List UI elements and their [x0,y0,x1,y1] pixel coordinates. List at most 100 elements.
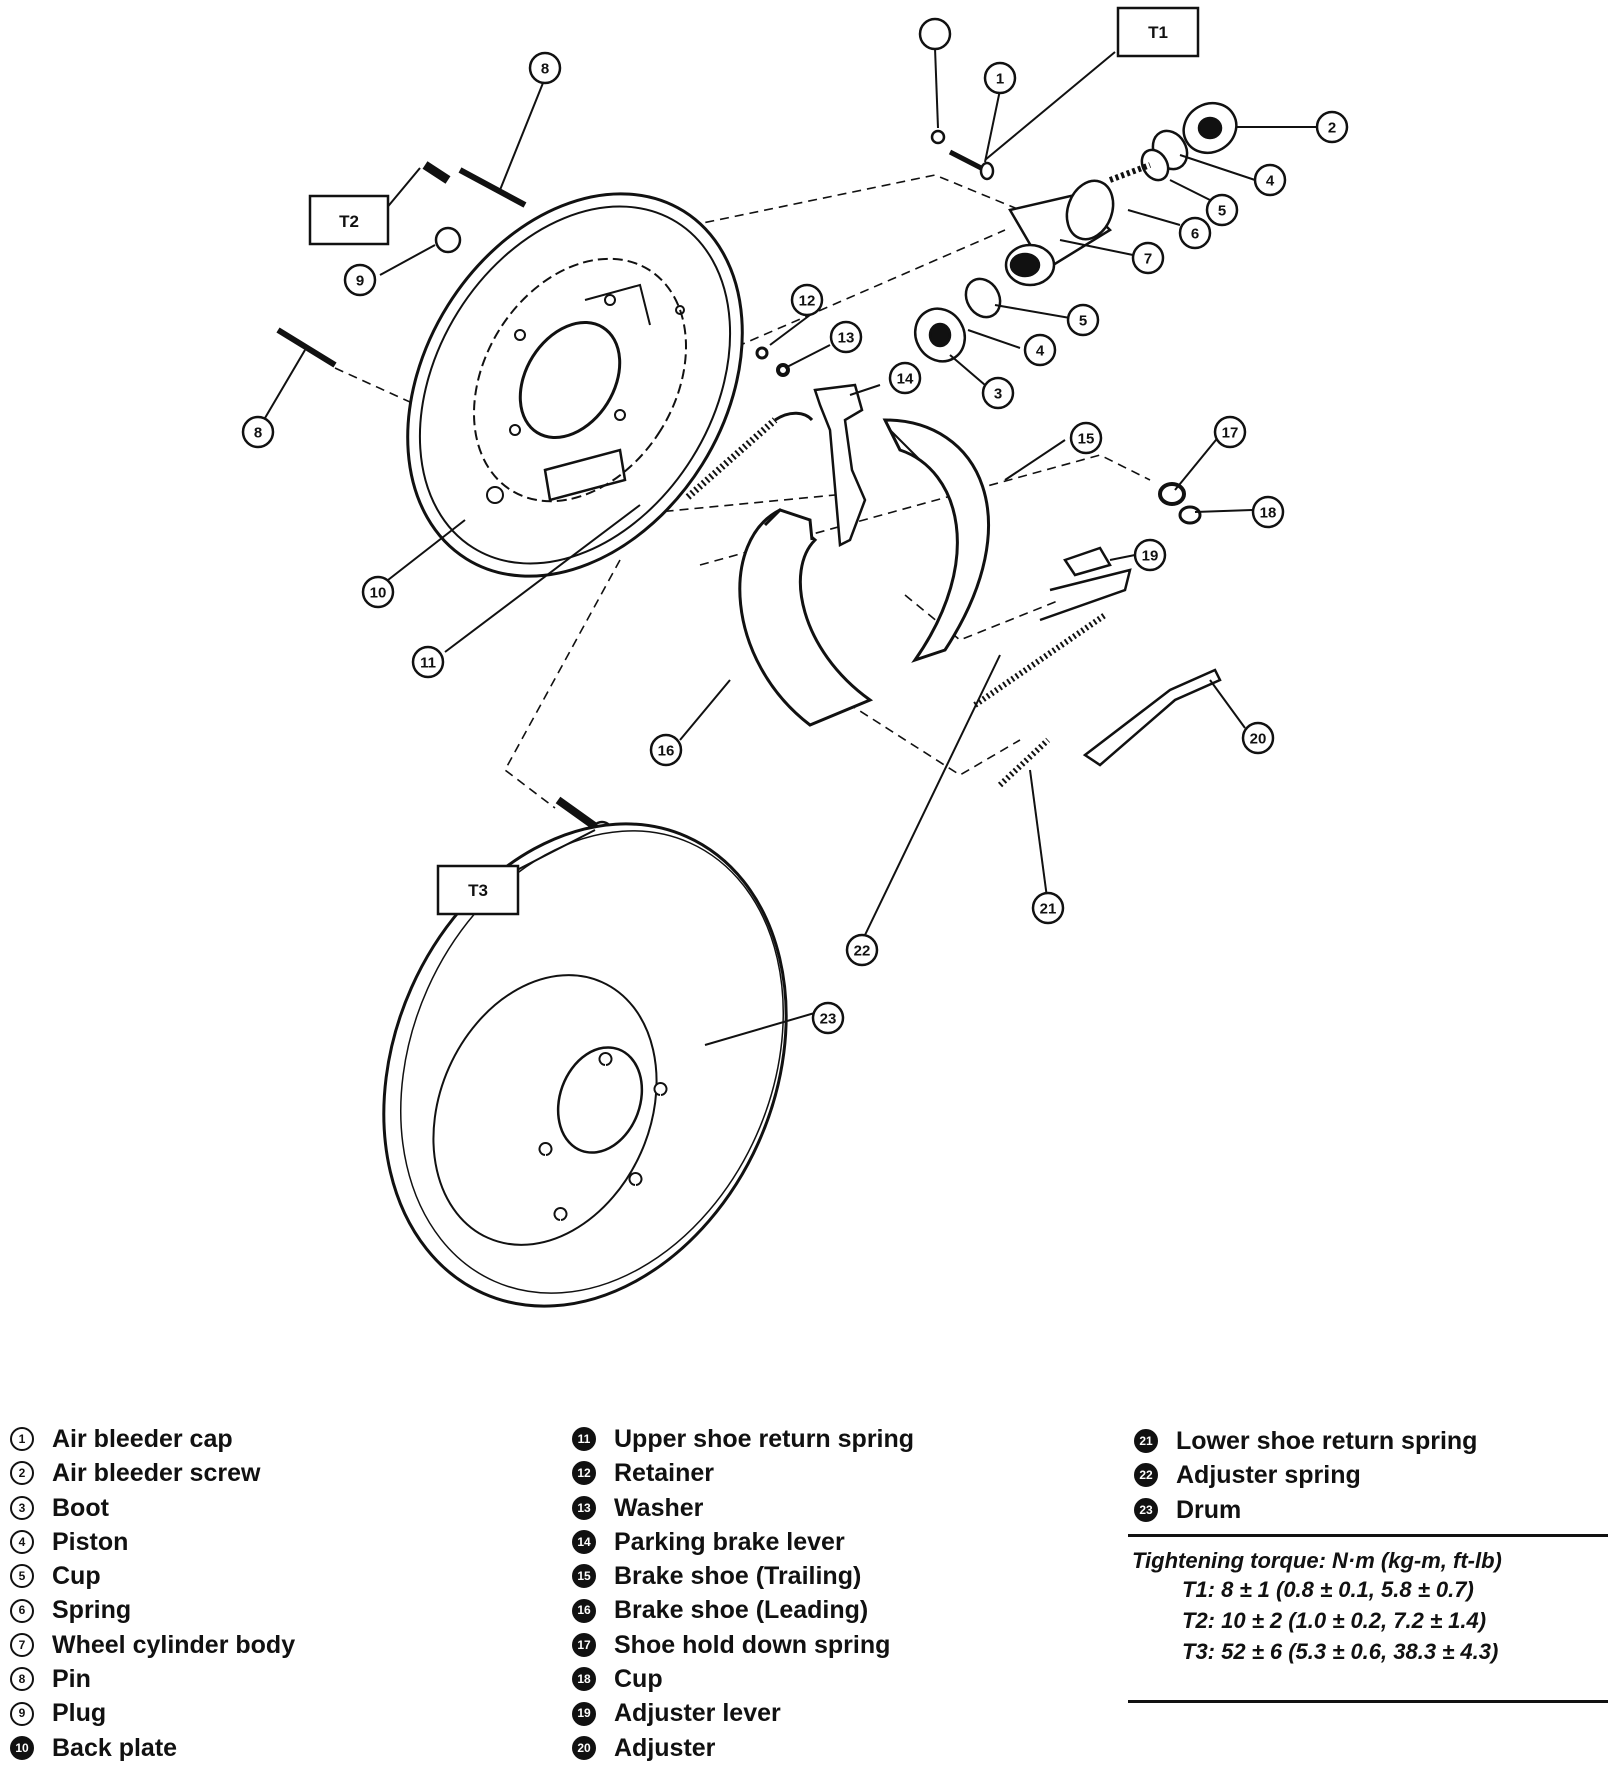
callout-1: 1 [983,61,1017,95]
legend-label: Cup [52,1562,101,1591]
callout-22: 22 [845,933,879,967]
legend-number: 14 [572,1530,596,1555]
wheel-cylinder-group [913,101,1238,363]
brake-drum [382,822,788,1308]
legend-label: Parking brake lever [614,1527,845,1556]
legend-label: Drum [1176,1495,1242,1524]
callout-8: 8 [528,51,562,85]
torque-box-t1: T1 [1116,6,1200,58]
legend-number: 15 [572,1564,596,1589]
legend-item: 10 Back plate [10,1731,295,1765]
callout-0 [918,17,952,51]
torque-box-t3: T3 [436,864,520,916]
torque-box-t2: T2 [308,194,390,246]
legend-item: 17 Shoe hold down spring [572,1628,914,1662]
legend-item: 8 Pin [10,1662,295,1696]
legend-label: Piston [52,1527,129,1556]
legend-item: 23 Drum [1134,1493,1477,1527]
callout-number: 4 [1266,173,1275,190]
legend-number: 8 [10,1667,34,1692]
callout-number: 22 [854,943,871,960]
callout-12: 12 [790,283,824,317]
tightening-torque-block: Tightening torque: N·m (kg-m, ft-lb) T1:… [1128,1548,1608,1667]
callout-number: 7 [1144,251,1152,268]
callout-4: 4 [1253,163,1287,197]
svg-text:T2: T2 [339,212,359,231]
legend-label: Lower shoe return spring [1176,1427,1478,1455]
brake-exploded-diagram: T1 T2 T3 1245675438981011121314151718192… [241,6,1349,1308]
svg-text:T3: T3 [468,881,488,900]
legend-number: 18 [572,1667,596,1692]
legend-label: Air bleeder cap [52,1425,233,1453]
callout-16: 16 [649,733,683,767]
legend-label: Shoe hold down spring [614,1630,891,1659]
callout-number: 8 [254,425,262,442]
legend-number: 10 [10,1735,34,1760]
legend-label: Adjuster spring [1176,1461,1361,1490]
callout-19: 19 [1133,538,1167,572]
legend-item: 6 Spring [10,1593,295,1627]
callout-21: 21 [1031,891,1065,925]
legend-label: Brake shoe (Leading) [614,1596,869,1625]
legend-label: Cup [614,1665,663,1694]
legend-number: 16 [572,1598,596,1623]
legend-number: 9 [10,1701,34,1726]
springs-and-levers [685,346,1222,788]
torque-t2: T2: 10 ± 2 (1.0 ± 0.2, 7.2 ± 1.4) [1182,1608,1487,1633]
legend-label: Spring [52,1596,132,1625]
legend-label: Pin [52,1665,91,1694]
legend-number: 11 [572,1427,596,1452]
legend-number: 1 [10,1427,34,1452]
callout-8: 8 [241,415,275,449]
legend-label: Adjuster [614,1733,716,1762]
callout-9: 9 [343,263,377,297]
callout-6: 6 [1178,216,1212,250]
legend-number: 17 [572,1632,596,1657]
legend-number: 13 [572,1495,596,1520]
legend-item: 18 Cup [572,1662,914,1696]
legend-label: Adjuster lever [614,1699,781,1728]
callout-number: 6 [1191,226,1199,243]
legend-label: Wheel cylinder body [52,1630,296,1659]
legend-label: Boot [52,1493,109,1522]
legend-number: 23 [1134,1497,1158,1522]
torque-t1: T1: 8 ± 1 (0.8 ± 0.1, 5.8 ± 0.7) [1182,1577,1474,1602]
callout-number: 12 [799,293,816,310]
legend-label: Back plate [52,1733,178,1762]
callout-number: 19 [1142,548,1159,565]
legend-number: 5 [10,1564,34,1589]
callout-number: 20 [1250,731,1267,748]
callout-5: 5 [1205,193,1239,227]
legend-label: Air bleeder screw [52,1459,261,1488]
legend-number: 6 [10,1598,34,1623]
callout-number: 2 [1328,120,1336,137]
callout-13: 13 [829,320,863,354]
svg-text:T1: T1 [1148,23,1168,42]
callout-15: 15 [1069,421,1103,455]
callout-23: 23 [811,1001,845,1035]
legend-item: 5 Cup [10,1559,295,1593]
callout-number: 16 [658,743,675,760]
callout-number: 5 [1218,203,1226,220]
legend-number: 21 [1134,1429,1158,1454]
legend-item: 21 Lower shoe return spring [1134,1424,1477,1458]
legend-number: 22 [1134,1463,1158,1488]
callout-number: 11 [420,655,436,672]
callout-18: 18 [1251,495,1285,529]
callout-14: 14 [888,361,922,395]
callout-number: 21 [1040,901,1057,918]
callout-number: 17 [1222,425,1239,442]
callout-10: 10 [361,575,395,609]
legend-label: Upper shoe return spring [614,1425,915,1453]
legend-item: 14 Parking brake lever [572,1525,914,1559]
